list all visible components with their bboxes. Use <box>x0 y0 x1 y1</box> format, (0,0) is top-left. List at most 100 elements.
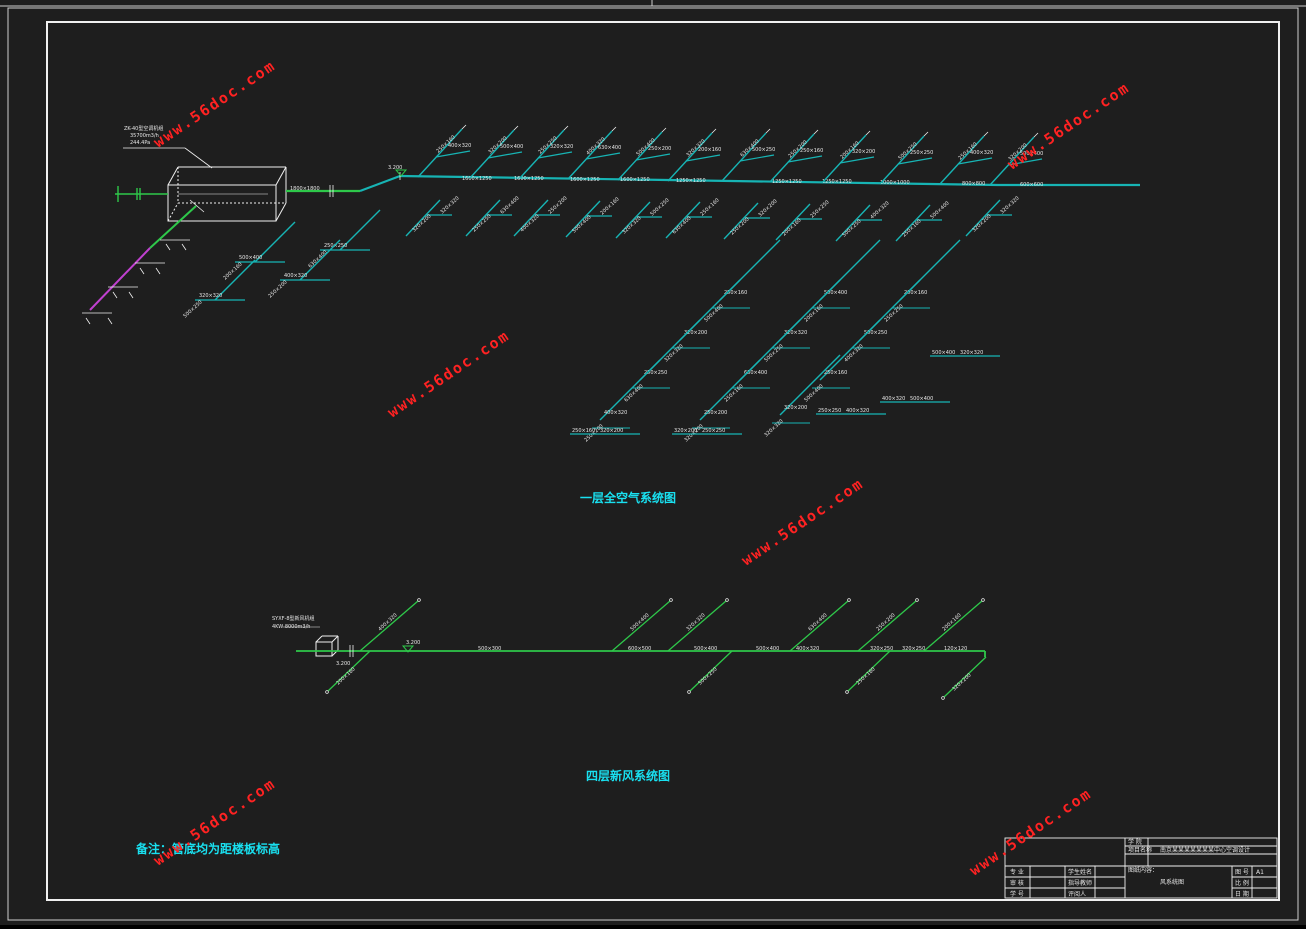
duct-size-label: 250×250 <box>324 243 347 249</box>
main-size-1: 1600×1250 <box>462 176 492 182</box>
duct-size-label: 250×250 <box>809 199 830 219</box>
duct-size-label: 500×400 <box>1020 151 1043 157</box>
duct-size-label: 250×200 <box>729 216 750 236</box>
main-size-3: 1600×1250 <box>570 177 600 183</box>
duct-size-label: 320×200 <box>684 330 707 336</box>
fresh-branch-duct <box>847 650 891 692</box>
main-size-2: 1600×1250 <box>514 176 544 182</box>
duct-size-label: 400×320 <box>284 273 307 279</box>
duct-size-label: 200×160 <box>222 261 243 281</box>
fourth-size-0: 500×300 <box>478 646 501 652</box>
branch-duct <box>775 203 811 241</box>
duct-size-label: 500×250 <box>697 666 718 686</box>
duct-size-label: 320×320 <box>763 418 784 438</box>
fourth-size-1: 600×500 <box>628 646 651 652</box>
first-floor-air-system: ZK-40型空调机组 35700m3/h 244.4Pa <box>82 124 1140 505</box>
duct-size-label: 200×160 <box>941 612 962 632</box>
fresh-air-terminal <box>941 696 945 700</box>
branch-duct <box>567 130 613 180</box>
air-terminal <box>923 131 929 137</box>
branch-duct <box>254 221 296 263</box>
ahu-airflow-label: 35700m3/h <box>130 133 159 139</box>
fresh-unit-model-label: SYXF-8型新风机组 <box>272 615 315 622</box>
duct-size-label: 630×400 <box>744 370 767 376</box>
main-size-8: 1000×1000 <box>880 180 910 186</box>
branch-duct <box>635 153 671 161</box>
duct-size-label: 250×200 <box>547 195 568 215</box>
fresh-air-riser <box>82 199 205 325</box>
duct-size-label: 320×320 <box>960 350 983 356</box>
branch-duct <box>435 150 471 158</box>
duct-size-label: 630×400 <box>671 215 692 235</box>
branch-duct <box>665 201 701 239</box>
duct-size-label: 320×200 <box>971 213 992 233</box>
duct-size-label: 250×200 <box>704 410 727 416</box>
title-block <box>1004 837 1278 899</box>
branch-duct <box>417 128 463 178</box>
branch-duct <box>839 156 875 164</box>
duct-size-label: 500×400 <box>629 612 650 632</box>
duct-size-label: 250×160 <box>699 197 720 217</box>
fresh-air-terminal <box>669 598 673 602</box>
branch-duct <box>965 199 1001 237</box>
duct-size-label: 320×320 <box>621 215 642 235</box>
tb-date-label: 日 期 <box>1235 890 1249 898</box>
duct-size-label: 250×250 <box>818 408 841 414</box>
duct-size-label: 500×400 <box>500 144 523 150</box>
duct-size-label: 500×250 <box>864 330 887 336</box>
fresh-valve-marker <box>401 645 415 653</box>
fresh-duct-fittings <box>349 645 354 657</box>
duct-size-label: 320×200 <box>600 428 623 434</box>
ahu-pressure-label: 244.4Pa <box>130 140 150 146</box>
duct-size-label: 200×160 <box>335 666 356 686</box>
air-terminal <box>711 128 717 134</box>
fresh-air-terminal <box>417 598 421 602</box>
duct-size-label: 250×160 <box>724 290 747 296</box>
duct-size-label: 630×400 <box>499 195 520 215</box>
branch-duct <box>939 135 985 185</box>
duct-size-label: 630×400 <box>307 249 328 269</box>
duct-size-label: 320×320 <box>784 330 807 336</box>
tb-review-label: 审 核 <box>1010 879 1024 887</box>
tb-project-label: 项目名称 <box>1128 846 1152 854</box>
duct-size-label: 250×200 <box>267 279 288 299</box>
duct-size-label: 320×200 <box>674 428 697 434</box>
fresh-air-terminal <box>725 598 729 602</box>
fresh-air-unit <box>283 626 339 657</box>
fresh-branch-duct <box>923 600 983 652</box>
fourth-floor-fresh-air-system: SYXF-8型新风机组 4KW 8000m3/h 3.200 3.200 500… <box>272 598 987 783</box>
branch-duct <box>819 319 881 381</box>
branch-duct <box>585 152 621 160</box>
branch-duct <box>879 135 925 185</box>
main-size-10: 600×600 <box>1020 182 1043 188</box>
duct-size-label: 400×320 <box>604 410 627 416</box>
tb-sheet-value: A1 <box>1256 869 1264 876</box>
duct-size-label: 320×200 <box>411 213 432 233</box>
branch-duct <box>989 136 1035 186</box>
duct-size-label: 500×400 <box>824 290 847 296</box>
branch-duct <box>769 133 815 183</box>
main-size-4: 1600×1250 <box>620 177 650 183</box>
ahu-model-label: ZK-40型空调机组 <box>124 125 163 132</box>
branch-duct <box>537 151 573 159</box>
watermark: www.56doc.com <box>738 474 867 569</box>
first-floor-title: 一层全空气系统图 <box>580 490 676 505</box>
duct-size-label: 250×160 <box>800 148 823 154</box>
tb-reviewer-label: 评阅人 <box>1068 890 1086 898</box>
main-size-0: 1800×1800 <box>290 186 320 192</box>
fourth-size-2: 500×400 <box>694 646 717 652</box>
watermark: www.56doc.com <box>1004 78 1133 173</box>
duct-size-label: 400×320 <box>970 150 993 156</box>
return-air-inlet <box>115 186 168 202</box>
air-terminal <box>983 131 989 137</box>
air-terminal <box>1033 132 1039 138</box>
duct-size-label: 320×320 <box>550 144 573 150</box>
air-terminal <box>813 129 819 135</box>
branch-duct <box>723 202 759 240</box>
branch-duct <box>339 209 381 251</box>
watermark: www.56doc.com <box>966 784 1095 879</box>
fourth-size-6: 320×250 <box>902 646 925 652</box>
air-terminal <box>611 126 617 132</box>
duct-size-label: 500×400 <box>571 214 592 234</box>
